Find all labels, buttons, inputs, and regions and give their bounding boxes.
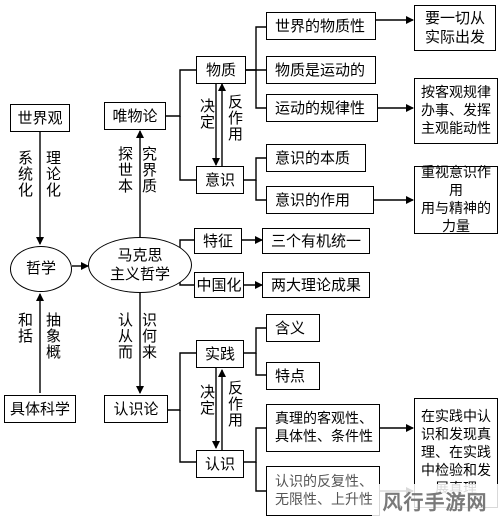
three-unity-box: 三个有机统一 (262, 228, 370, 254)
cognition-repetition-box: 认识的反复性、 无限性、上升性 (266, 466, 380, 516)
watermark-logo: 风行手游网 (372, 484, 498, 516)
characteristics-box: 特点 (266, 362, 320, 390)
label-theorized: 理论化 (44, 150, 62, 198)
label-abstract-generalize: 和括 (16, 312, 34, 344)
label-explore-world: 探世本 (116, 146, 134, 194)
value-consciousness-box: 重视意识作用 用与精神的 力量 (414, 165, 498, 235)
meaning-box: 含义 (266, 314, 320, 342)
label-react-2: 反作用 (226, 380, 244, 428)
materialism-box: 唯物论 (104, 102, 166, 130)
matter-box: 物质 (196, 56, 246, 84)
label-react-1: 反作用 (226, 94, 244, 142)
motion-law-box: 运动的规律性 (266, 94, 378, 122)
label-generalize: 抽象概 (44, 312, 62, 360)
worldview-box: 世界观 (10, 104, 70, 132)
philosophy-node: 哲学 (10, 246, 72, 292)
label-decide-2: 决定 (198, 384, 216, 416)
objective-law-box: 按客观规律 办事、发挥 主观能动性 (414, 78, 498, 144)
from-reality-box: 要一切从 实际出发 (414, 5, 496, 51)
label-decide-1: 决定 (198, 98, 216, 130)
two-theories-box: 两大理论成果 (262, 272, 370, 298)
label-systemized: 系统化 (16, 150, 34, 198)
label-cognition-from: 认从而 (116, 312, 134, 360)
practice-box: 实践 (196, 340, 244, 368)
features-box: 特征 (194, 228, 242, 254)
science-box: 具体科学 (4, 395, 76, 423)
consciousness-role-box: 意识的作用 (266, 186, 374, 214)
marxism-node: 马克思 主义哲学 (88, 237, 192, 293)
consciousness-essence-box: 意识的本质 (266, 144, 366, 172)
label-cognition-how: 识何来 (140, 312, 158, 360)
matter-motion-box: 物质是运动的 (266, 56, 376, 84)
consciousness-box: 意识 (196, 166, 244, 194)
epistemology-box: 认识论 (104, 395, 168, 423)
cognition-box: 认识 (196, 450, 244, 478)
label-world-essence: 究界质 (140, 146, 158, 194)
matter-material-box: 世界的物质性 (266, 12, 376, 40)
truth-properties-box: 真理的客观性、 具体性、条件性 (266, 404, 380, 452)
sinicization-box: 中国化 (194, 272, 244, 298)
